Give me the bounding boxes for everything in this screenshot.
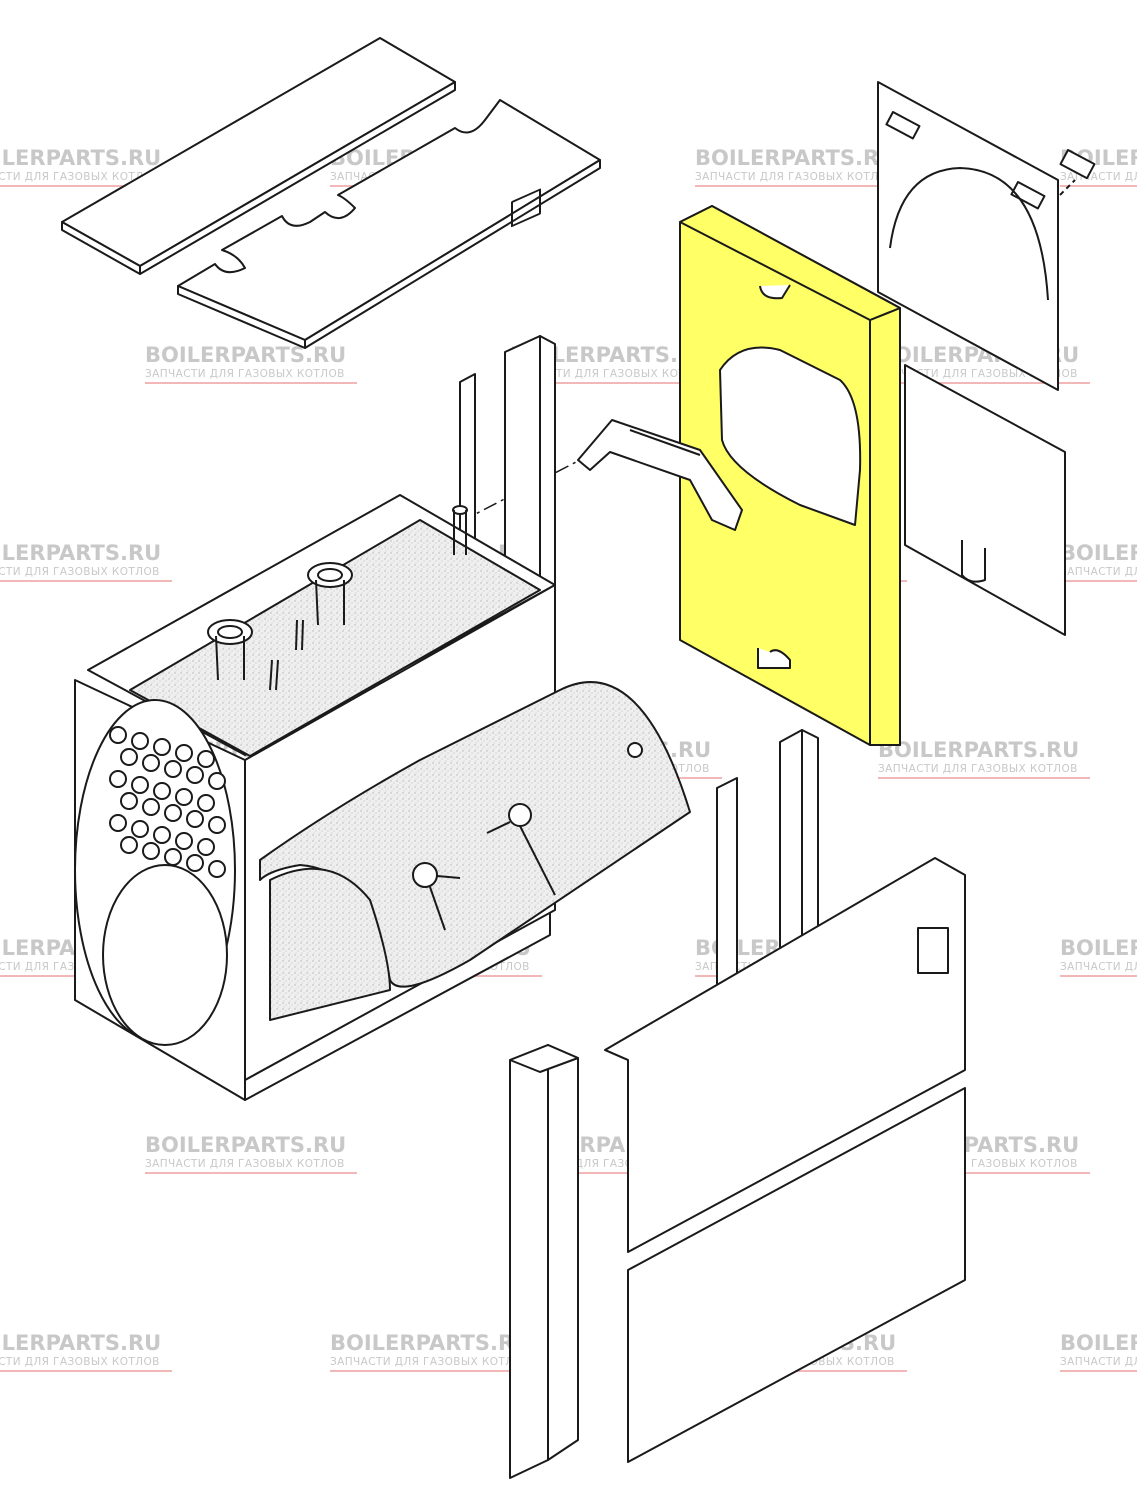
watermark-tagline: ЗАПЧАСТИ ДЛЯ ГАЗОВЫХ КОТЛОВ [1060,961,1137,973]
rear-post-upper [504,188,556,607]
tube-hole [197,838,215,856]
small-clip [1059,149,1096,196]
watermark-tagline: ЗАПЧАСТИ ДЛЯ ГАЗОВЫХ КОТЛОВ [145,368,345,380]
watermark-brand: BOILERPARTS.RU [1060,936,1137,960]
tube-hole [175,832,193,850]
top-cover-panel [61,37,456,275]
tube-hole [142,842,160,860]
watermark-tagline: ЗАПЧАСТИ ДЛЯ ГАЗОВЫХ КОТЛОВ [0,171,160,183]
tube-hole [164,804,182,822]
watermark-tagline: ЗАПЧАСТИ ДЛЯ ГАЗОВЫХ КОТЛОВ [1060,566,1137,578]
tube-hole [175,744,193,762]
tube-holes [109,726,226,878]
tube-hole [186,854,204,872]
tube-hole [208,816,226,834]
tube-hole [164,760,182,778]
watermark-tagline: ЗАПЧАСТИ ДЛЯ ГАЗОВЫХ КОТЛОВ [1060,171,1137,183]
tube-hole [175,788,193,806]
tube-hole [109,770,127,788]
watermark-tagline: ЗАПЧАСТИ ДЛЯ ГАЗОВЫХ КОТЛОВ [0,566,160,578]
tube-hole [186,766,204,784]
watermark-brand: BOILERPARTS.RU [0,541,161,565]
tube-hole [153,738,171,756]
tube-hole [208,772,226,790]
front-door-lower [627,1087,966,1463]
watermark-brand: BOILERPARTS.RU [695,146,896,170]
watermark-tagline: ЗАПЧАСТИ ДЛЯ ГАЗОВЫХ КОТЛОВ [1060,1356,1137,1368]
top-notched-panel [177,99,601,349]
tube-hole [120,792,138,810]
watermark-brand: BOILERPARTS.RU [145,1133,346,1157]
tube-hole [109,814,127,832]
tube-hole [142,754,160,772]
tube-hole [197,750,215,768]
watermark-brand: BOILERPARTS.RU [0,1331,161,1355]
watermark-tagline: ЗАПЧАСТИ ДЛЯ ГАЗОВЫХ КОТЛОВ [695,171,895,183]
watermark-tagline: ЗАПЧАСТИ ДЛЯ ГАЗОВЫХ КОТЛОВ [878,763,1078,775]
tube-hole [208,860,226,878]
flue-bracket [577,419,743,531]
tube-hole [131,820,149,838]
watermark-tagline: ЗАПЧАСТИ ДЛЯ ГАЗОВЫХ КОТЛОВ [0,1356,160,1368]
tube-hole [120,748,138,766]
boiler-body [74,494,691,1101]
watermark-brand: BOILERPARTS.RU [878,738,1079,762]
tube-hole [109,726,127,744]
watermark-brand: BOILERPARTS.RU [330,1331,531,1355]
tube-hole [197,794,215,812]
tube-hole [164,848,182,866]
watermark-brand: BOILERPARTS.RU [1060,1331,1137,1355]
watermark-brand: BOILERPARTS.RU [0,146,161,170]
front-door-upper [604,857,966,1253]
tube-hole [131,732,149,750]
back-plate-lower [904,364,1066,636]
tube-hole [142,798,160,816]
back-plate-upper [877,81,1059,391]
watermark-tagline: ЗАПЧАСТИ ДЛЯ ГАЗОВЫХ КОТЛОВ [510,368,710,380]
tube-hole [153,782,171,800]
tube-hole [120,836,138,854]
watermark-tagline: ЗАПЧАСТИ ДЛЯ ГАЗОВЫХ КОТЛОВ [145,1158,345,1170]
watermark-brand: BOILERPARTS.RU [145,343,346,367]
watermark-tagline: ЗАПЧАСТИ ДЛЯ ГАЗОВЫХ КОТЛОВ [330,1356,530,1368]
tube-hole [153,826,171,844]
tube-hole [131,776,149,794]
watermark-brand: BOILERPARTS.RU [1060,541,1137,565]
front-post-tall [509,1044,579,1479]
tube-hole [186,810,204,828]
insulation-panel[interactable] [679,205,901,746]
